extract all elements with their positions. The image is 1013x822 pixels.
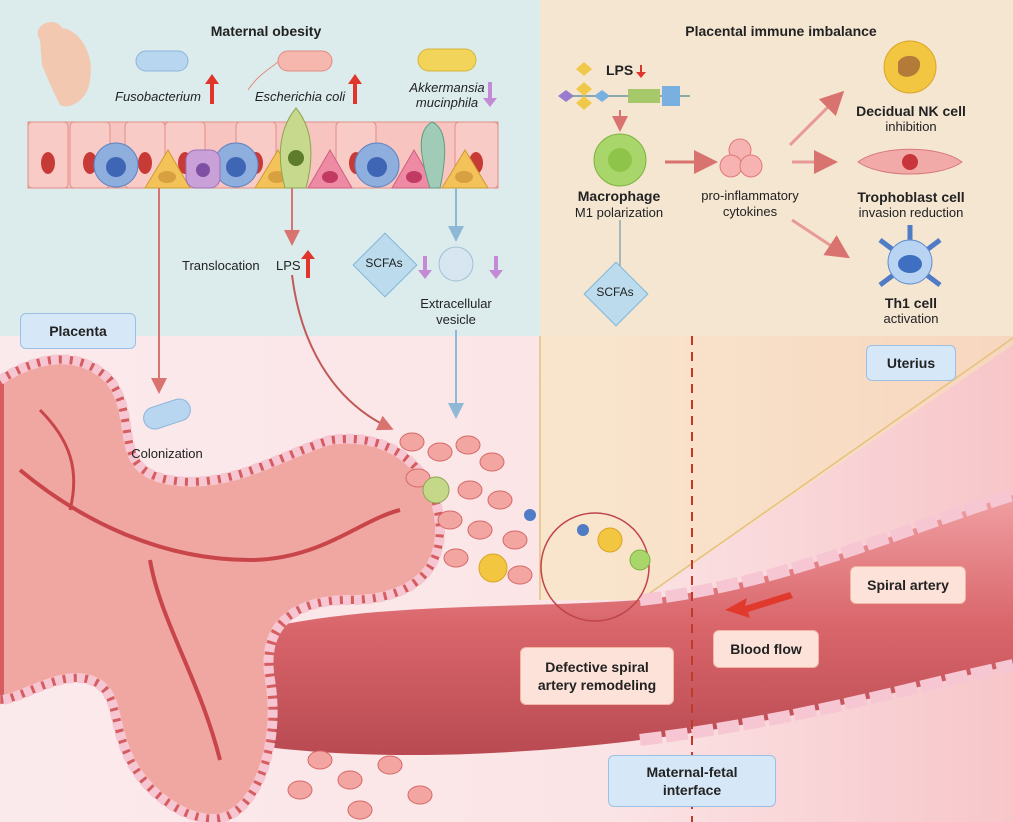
macrophage-label: Macrophage [577,188,661,204]
fusobacterium-icon [135,50,189,72]
invading-trophoblast-cells [287,432,533,820]
up-arrow-icon [301,250,315,278]
up-arrow-icon [348,74,362,104]
fusobacterium-label: Fusobacterium [115,89,201,104]
uterius-label: Uterius [866,345,956,381]
lps-molecule-icon [558,62,690,110]
akkermansia-icon [417,48,477,72]
down-arrow-icon [418,256,432,279]
trophoblast-cell-sub: invasion reduction [858,205,964,220]
cytokines-label-line1: pro-inflammatory [701,188,799,203]
defective-label-line2: artery remodeling [537,677,657,693]
interface-label-line1: Maternal-fetal [646,764,738,780]
cytokines-icon [719,138,763,178]
defective-remodeling-label: Defective spiral artery remodeling [520,647,674,705]
nk-cell-title: Decidual NK cell [856,103,966,119]
down-arrow-icon [483,82,497,107]
intestinal-epithelium [27,107,499,189]
th1-cell-icon [878,225,942,287]
ecoli-label: Escherichia coli [254,89,346,104]
magnified-circle [540,512,650,622]
placenta-label: Placenta [20,313,136,349]
colonization-label: Colonization [131,446,203,461]
ecoli-icon [277,50,333,72]
decidua-region [540,336,1013,600]
extracellular-vesicle-icon [438,246,474,282]
akkermansia-label-line1: Akkermansia [409,80,485,95]
down-arrow-icon [489,256,503,279]
extracellular-vesicle-label-line2: vesicle [436,312,476,327]
trophoblast-cell-title: Trophoblast cell [857,189,965,205]
placental-immune-imbalance-title: Placental immune imbalance [685,23,877,39]
up-arrow-icon [205,74,219,104]
cytokines-label-line2: cytokines [722,204,778,219]
nk-cell-sub: inhibition [885,119,937,134]
spiral-artery-label: Spiral artery [850,566,966,604]
lps-label: LPS [276,258,301,273]
spiral-artery [220,495,1013,755]
maternal-obesity-title: Maternal obesity [210,23,322,39]
extracellular-vesicle-label-line1: Extracellular [420,296,492,311]
maternal-fetal-interface-label: Maternal-fetal interface [608,755,776,807]
akkermansia-label-line2: mucinphila [415,95,479,110]
colonization-bacterium-icon [143,398,191,430]
m1-polarization-label: M1 polarization [574,205,664,220]
interface-label-line2: interface [662,782,722,798]
defective-label-line1: Defective spiral [545,659,649,675]
lps-molecule-label: LPS [606,62,634,78]
blood-flow-label: Blood flow [713,630,819,668]
th1-cell-title: Th1 cell [884,295,938,311]
pregnant-woman-icon [37,21,91,107]
th1-cell-sub: activation [883,311,939,326]
translocation-label: Translocation [182,258,260,273]
blood-flow-arrow-icon [725,592,793,618]
